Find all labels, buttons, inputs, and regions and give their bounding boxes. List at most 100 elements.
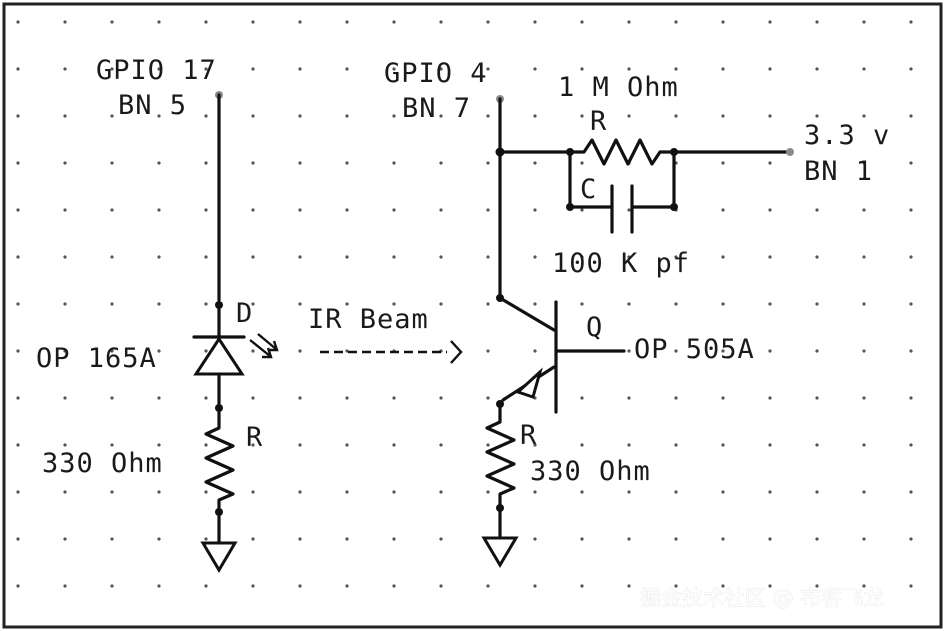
grid-dot bbox=[721, 67, 725, 71]
right-ground-symbol bbox=[481, 536, 519, 568]
capacitor-symbol bbox=[568, 150, 676, 234]
grid-dot bbox=[721, 208, 725, 212]
grid-dot bbox=[486, 584, 490, 588]
grid-dot bbox=[16, 255, 20, 259]
grid-dot bbox=[909, 302, 913, 306]
grid-dot bbox=[627, 584, 631, 588]
gpio17-label: GPIO 17 bbox=[96, 55, 217, 86]
grid-dot bbox=[533, 208, 537, 212]
grid-dot bbox=[251, 255, 255, 259]
grid-dot bbox=[439, 20, 443, 24]
grid-dot bbox=[627, 114, 631, 118]
grid-dot bbox=[909, 67, 913, 71]
ir-led-diode-symbol bbox=[192, 303, 279, 410]
grid-dot bbox=[16, 161, 20, 165]
grid-dot bbox=[580, 114, 584, 118]
transistor-part-label: OP 505A bbox=[634, 334, 755, 365]
left-branch: GPIO 17 BN 5 D OP 165A R 330 Ohm bbox=[36, 55, 279, 573]
grid-dot bbox=[157, 490, 161, 494]
grid-dot bbox=[627, 67, 631, 71]
grid-dot bbox=[768, 443, 772, 447]
right-resistor-value: 330 Ohm bbox=[530, 456, 651, 487]
grid-dot bbox=[157, 443, 161, 447]
right-resistor-label: R bbox=[520, 420, 537, 451]
left-resistor-symbol bbox=[204, 406, 235, 514]
grid-dot bbox=[627, 255, 631, 259]
grid-dot bbox=[439, 255, 443, 259]
grid-dot bbox=[486, 114, 490, 118]
grid-dot bbox=[768, 537, 772, 541]
grid-dot bbox=[63, 20, 67, 24]
grid-dot bbox=[627, 302, 631, 306]
grid-dot bbox=[392, 302, 396, 306]
grid-dot bbox=[345, 20, 349, 24]
grid-dot bbox=[157, 396, 161, 400]
grid-dot bbox=[862, 396, 866, 400]
grid-dot bbox=[768, 161, 772, 165]
cap-right-node bbox=[670, 203, 678, 211]
grid-dot bbox=[251, 20, 255, 24]
grid-dot bbox=[157, 161, 161, 165]
grid-dot bbox=[204, 161, 208, 165]
grid-dot bbox=[768, 584, 772, 588]
grid-dot bbox=[251, 537, 255, 541]
grid-dot bbox=[157, 255, 161, 259]
grid-dot bbox=[533, 537, 537, 541]
left-ground-symbol bbox=[200, 541, 238, 573]
bn7-label: BN 7 bbox=[402, 93, 471, 124]
grid-dot bbox=[63, 255, 67, 259]
grid-dot bbox=[721, 255, 725, 259]
grid-dot bbox=[627, 396, 631, 400]
grid-dot bbox=[298, 490, 302, 494]
grid-dot bbox=[862, 255, 866, 259]
grid-dot bbox=[721, 161, 725, 165]
grid-dot bbox=[580, 537, 584, 541]
grid-dot bbox=[580, 584, 584, 588]
grid-dot bbox=[16, 584, 20, 588]
grid-dot bbox=[909, 255, 913, 259]
grid-dot bbox=[298, 443, 302, 447]
grid-dot bbox=[110, 20, 114, 24]
grid-dot bbox=[110, 114, 114, 118]
feedback-resistor-label: R bbox=[590, 106, 607, 137]
grid-dot bbox=[63, 208, 67, 212]
grid-dot bbox=[533, 161, 537, 165]
grid-dot bbox=[862, 537, 866, 541]
grid-dot bbox=[63, 67, 67, 71]
grid-dot bbox=[909, 584, 913, 588]
grid-dot bbox=[674, 302, 678, 306]
grid-dot bbox=[110, 537, 114, 541]
grid-dot bbox=[110, 161, 114, 165]
grid-dot bbox=[862, 584, 866, 588]
grid-dot bbox=[580, 161, 584, 165]
grid-dot bbox=[439, 584, 443, 588]
grid-dot bbox=[439, 490, 443, 494]
bn5-label: BN 5 bbox=[118, 90, 187, 121]
grid-dot bbox=[157, 302, 161, 306]
grid-dot bbox=[815, 443, 819, 447]
grid-dot bbox=[204, 396, 208, 400]
grid-dot bbox=[486, 302, 490, 306]
grid-dot bbox=[815, 114, 819, 118]
grid-dot bbox=[815, 255, 819, 259]
grid-dot bbox=[580, 302, 584, 306]
grid-dot bbox=[63, 302, 67, 306]
grid-dot bbox=[721, 302, 725, 306]
grid-dot bbox=[862, 349, 866, 353]
grid-dot bbox=[909, 161, 913, 165]
grid-dot bbox=[16, 208, 20, 212]
grid-dot bbox=[298, 20, 302, 24]
grid-dot bbox=[862, 208, 866, 212]
grid-dot bbox=[580, 208, 584, 212]
grid-dot bbox=[251, 349, 255, 353]
grid-dot bbox=[815, 584, 819, 588]
cap-left-node bbox=[566, 203, 574, 211]
grid-dot bbox=[157, 208, 161, 212]
grid-dot bbox=[110, 67, 114, 71]
grid-dot bbox=[674, 537, 678, 541]
grid-dot bbox=[721, 490, 725, 494]
grid-dot bbox=[768, 208, 772, 212]
grid-dot bbox=[768, 255, 772, 259]
grid-dot bbox=[157, 67, 161, 71]
